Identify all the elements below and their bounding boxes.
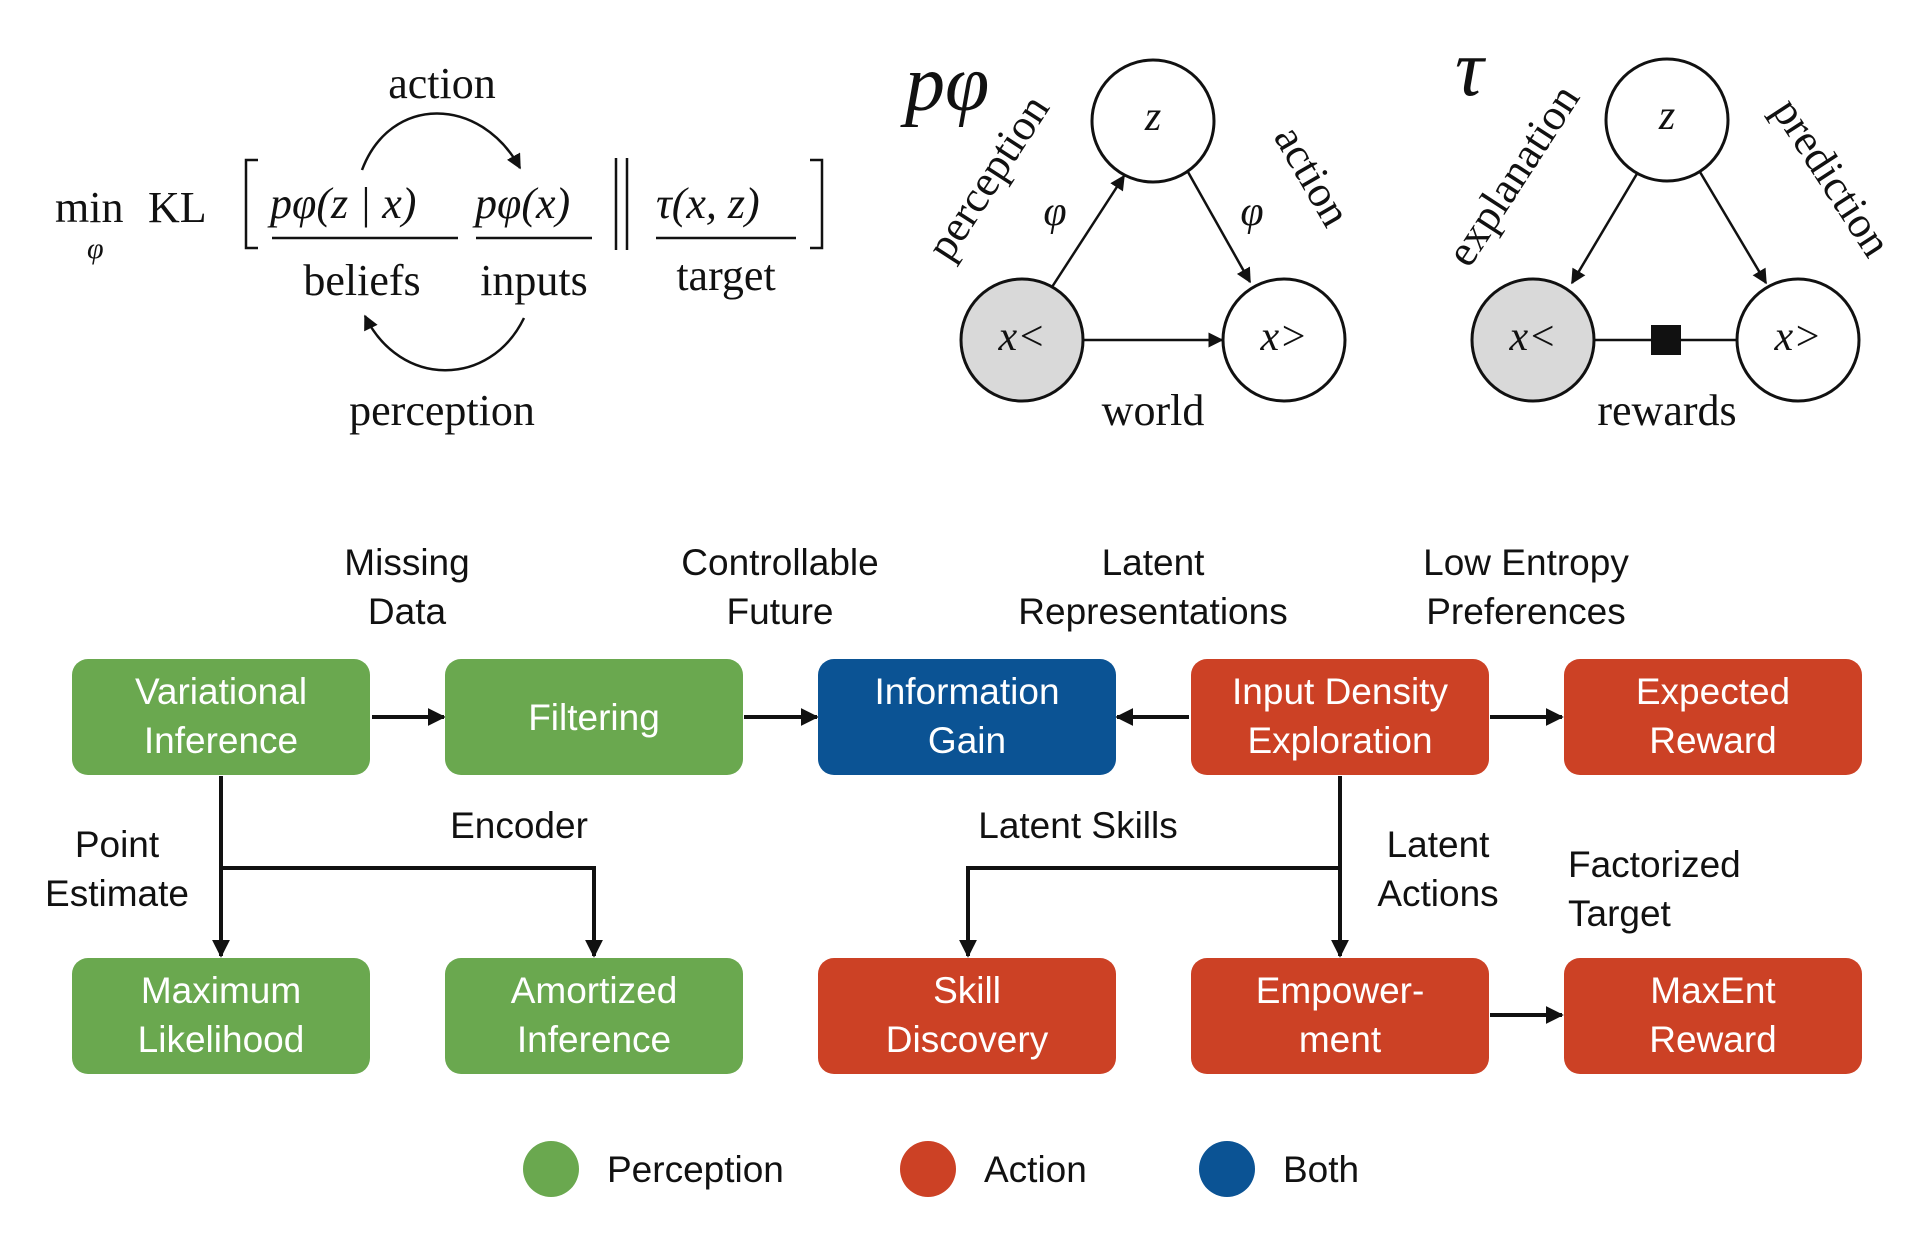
label-latent-representations-line2: Representations	[1018, 591, 1287, 632]
edge-perception	[1050, 174, 1126, 288]
action-arc-label: action	[388, 59, 496, 108]
edge-perception-param: φ	[1043, 189, 1066, 235]
node-z	[1604, 57, 1730, 183]
right-bracket	[810, 158, 824, 250]
box-input-density-exploration	[1191, 659, 1489, 775]
label-low-entropy-preferences-line2: Preferences	[1426, 591, 1626, 632]
node-x-past-label: x<	[998, 314, 1046, 360]
reward-factor	[1651, 325, 1681, 355]
node-z	[1090, 58, 1216, 184]
label-encoder: Encoder	[450, 805, 588, 846]
box-variational-inference-line2: Inference	[144, 720, 298, 761]
box-empowerment-line1: Empower-	[1256, 970, 1425, 1011]
edge-action-label: action	[1264, 117, 1360, 235]
box-maxent-reward-line1: MaxEnt	[1650, 970, 1776, 1011]
box-amortized-inference-line2: Inference	[517, 1019, 671, 1060]
box-maxent-reward-line2: Reward	[1649, 1019, 1777, 1060]
box-maximum-likelihood-line2: Likelihood	[138, 1019, 305, 1060]
target-expression: τ(x, z)	[656, 179, 760, 228]
objective-equation: min φ KL pφ(z | x) beliefs pφ(x) inputs …	[55, 59, 824, 435]
box-information-gain-line2: Gain	[928, 720, 1006, 761]
label-factorized-target-line1: Factorized	[1568, 844, 1741, 885]
box-empowerment-line2: ment	[1299, 1019, 1382, 1060]
action-arc-arrow	[360, 112, 522, 171]
label-latent-actions-line2: Actions	[1377, 873, 1498, 914]
kl-operator: KL	[148, 183, 207, 232]
box-expected-reward	[1564, 659, 1862, 775]
box-information-gain	[818, 659, 1116, 775]
label-controllable-future-line1: Controllable	[681, 542, 878, 583]
label-low-entropy-preferences-line1: Low Entropy	[1423, 542, 1629, 583]
edge-prediction	[1698, 171, 1768, 285]
label-controllable-future-line2: Future	[727, 591, 834, 632]
perception-arc-arrow	[363, 314, 526, 372]
beliefs-label: beliefs	[303, 256, 420, 305]
graph-p-phi: pφ z x< x> perception φ action φ world	[900, 40, 1361, 435]
beliefs-expression: pφ(z | x)	[267, 179, 416, 228]
flow-edge-labels: Missing Data Controllable Future Latent …	[45, 542, 1741, 934]
legend: Perception Action Both	[523, 1141, 1359, 1197]
box-expected-reward-line1: Expected	[1636, 671, 1790, 712]
edge-rewards-label: rewards	[1597, 386, 1736, 435]
legend-perception-swatch	[523, 1141, 579, 1197]
graph-tau: τ z x< x> explanation prediction rewards	[1436, 25, 1901, 435]
box-maxent-reward	[1564, 958, 1862, 1074]
edge-action-param: φ	[1240, 189, 1263, 235]
target-label: target	[676, 251, 775, 300]
graph-p-symbol: pφ	[900, 40, 989, 128]
node-x-past	[1470, 277, 1596, 403]
inputs-expression: pφ(x)	[472, 179, 570, 228]
label-missing-data-line1: Missing	[344, 542, 469, 583]
node-x-future-label: x>	[1774, 314, 1822, 360]
box-skill-discovery-line2: Discovery	[886, 1019, 1049, 1060]
min-operator: min	[55, 183, 123, 232]
box-input-density-exploration-line2: Exploration	[1247, 720, 1432, 761]
box-amortized-inference	[445, 958, 743, 1074]
label-latent-skills: Latent Skills	[978, 805, 1178, 846]
edge-action	[1186, 171, 1252, 284]
box-expected-reward-line2: Reward	[1649, 720, 1777, 761]
label-point-estimate-line2: Estimate	[45, 873, 189, 914]
box-maximum-likelihood	[72, 958, 370, 1074]
box-filtering	[445, 659, 743, 775]
label-latent-actions-line1: Latent	[1387, 824, 1491, 865]
box-amortized-inference-line1: Amortized	[511, 970, 678, 1011]
node-x-future-label: x>	[1260, 314, 1308, 360]
box-information-gain-line1: Information	[874, 671, 1059, 712]
edge-world-label: world	[1102, 386, 1205, 435]
legend-both-swatch	[1199, 1141, 1255, 1197]
legend-perception-label: Perception	[607, 1149, 784, 1190]
node-z-label: z	[1144, 94, 1161, 140]
box-filtering-line1: Filtering	[528, 697, 660, 738]
box-variational-inference-line1: Variational	[135, 671, 307, 712]
label-point-estimate-line1: Point	[75, 824, 160, 865]
node-x-future	[1221, 277, 1347, 403]
box-empowerment	[1191, 958, 1489, 1074]
node-x-past-label: x<	[1509, 314, 1557, 360]
legend-action-swatch	[900, 1141, 956, 1197]
box-skill-discovery-line1: Skill	[933, 970, 1001, 1011]
edge-prediction-label: prediction	[1763, 89, 1901, 265]
graph-tau-symbol: τ	[1455, 25, 1487, 113]
left-bracket	[244, 158, 258, 250]
legend-action-label: Action	[984, 1149, 1087, 1190]
perception-arc-label: perception	[349, 386, 535, 435]
node-x-future	[1735, 277, 1861, 403]
node-z-label: z	[1658, 93, 1675, 139]
edge-explanation	[1570, 171, 1640, 285]
box-input-density-exploration-line1: Input Density	[1232, 671, 1448, 712]
box-variational-inference	[72, 659, 370, 775]
flow-boxes: Variational Inference Filtering Informat…	[72, 659, 1862, 1074]
legend-both-label: Both	[1283, 1149, 1359, 1190]
flow-connectors	[212, 708, 1564, 1024]
label-missing-data-line2: Data	[368, 591, 447, 632]
box-maximum-likelihood-line1: Maximum	[141, 970, 301, 1011]
label-factorized-target-line2: Target	[1568, 893, 1672, 934]
node-x-past	[959, 277, 1085, 403]
box-skill-discovery	[818, 958, 1116, 1074]
inputs-label: inputs	[480, 256, 588, 305]
label-latent-representations-line1: Latent	[1102, 542, 1206, 583]
min-subscript: φ	[87, 232, 104, 265]
